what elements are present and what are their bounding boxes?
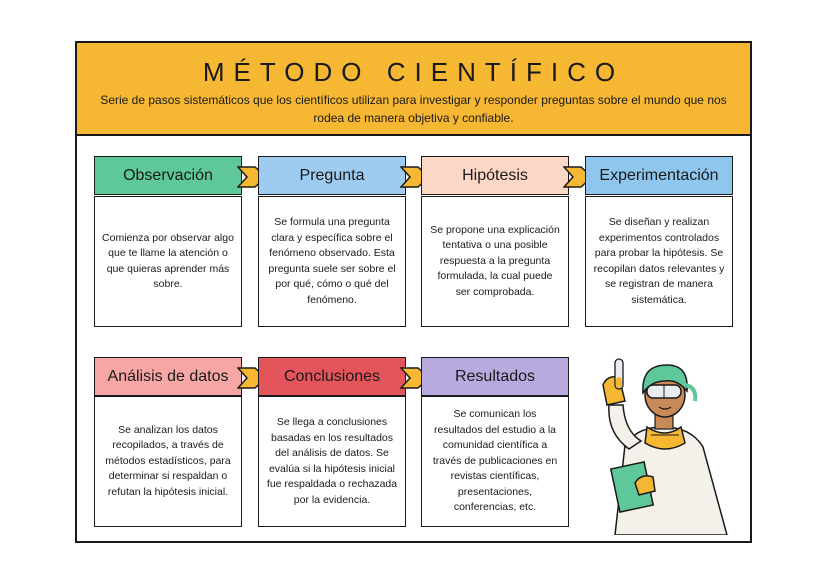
- page-subtitle: Serie de pasos sistemáticos que los cien…: [100, 93, 727, 125]
- step-conclusiones-body: Se llega a conclusiones basadas en los r…: [258, 396, 406, 527]
- page-title: MÉTODO CIENTÍFICO: [202, 57, 625, 87]
- step-observacion-body: Comienza por observar algo que te llame …: [94, 196, 242, 327]
- step-experimentacion-body: Se diseñan y realizan experimentos contr…: [585, 196, 733, 327]
- step-conclusiones-title: Conclusiones: [258, 357, 406, 396]
- step-experimentacion-title: Experimentación: [585, 156, 733, 195]
- step-hipotesis-title: Hipótesis: [421, 156, 569, 195]
- step-pregunta-title: Pregunta: [258, 156, 406, 195]
- header-banner: MÉTODO CIENTÍFICO Serie de pasos sistemá…: [77, 43, 750, 136]
- step-resultados-title: Resultados: [421, 357, 569, 396]
- step-observacion-title: Observación: [94, 156, 242, 195]
- step-resultados-body: Se comunican los resultados del estudio …: [421, 396, 569, 527]
- step-analisis-body: Se analizan los datos recopilados, a tra…: [94, 396, 242, 527]
- scientist-illustration-icon: [602, 358, 728, 535]
- step-pregunta-body: Se formula una pregunta clara y específi…: [258, 196, 406, 327]
- step-hipotesis-body: Se propone una explicación tentativa o u…: [421, 196, 569, 327]
- step-analisis-title: Análisis de datos: [94, 357, 242, 396]
